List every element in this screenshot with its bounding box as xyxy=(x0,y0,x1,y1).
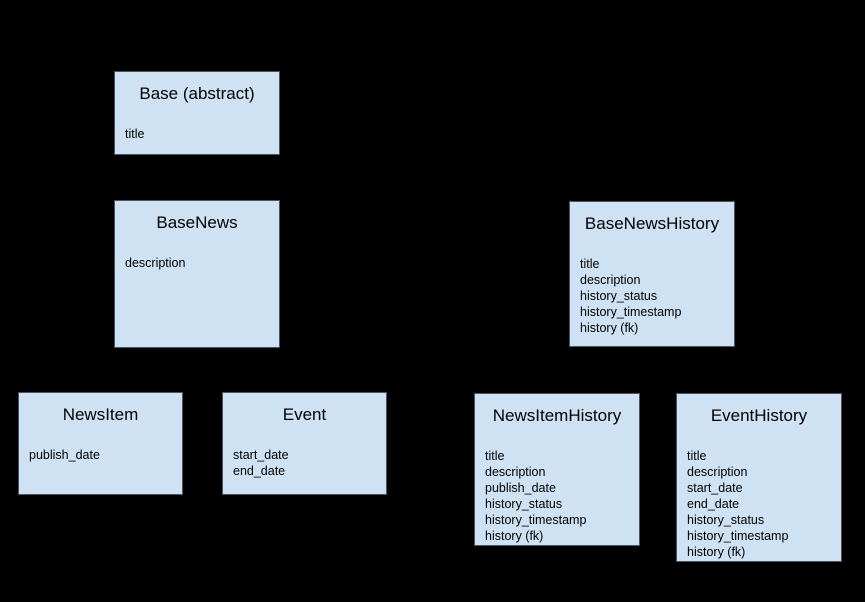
node-title: Base (abstract) xyxy=(139,84,255,103)
node-title: NewsItem xyxy=(62,405,139,424)
node-field: title xyxy=(125,127,145,141)
node-field: description xyxy=(125,256,186,270)
node-field: description xyxy=(485,465,546,479)
node-basenews: BaseNews description xyxy=(114,200,280,348)
node-field: publish_date xyxy=(29,448,100,462)
node-fields: title xyxy=(125,126,269,142)
node-field: end_date xyxy=(233,464,286,478)
node-field: description xyxy=(580,273,641,287)
node-title: BaseNews xyxy=(156,213,238,232)
node-fields: publish_date xyxy=(29,447,172,463)
node-newsitemhistory: NewsItemHistory title description publish_… xyxy=(474,393,640,546)
node-field: publish_date xyxy=(485,481,556,495)
node-base: Base (abstract) title xyxy=(114,71,280,155)
node-fields: description xyxy=(125,255,269,271)
node-title: BaseNewsHistory xyxy=(584,214,720,233)
node-field: title xyxy=(485,449,505,463)
node-basenewshistory: BaseNewsHistory title description history_… xyxy=(569,201,735,347)
node-field: title xyxy=(687,449,707,463)
node-field: history_timestamp xyxy=(580,305,682,319)
node-title: EventHistory xyxy=(710,406,808,425)
node-field: end_date xyxy=(687,497,740,511)
node-field: description xyxy=(687,465,748,479)
node-field: history_status xyxy=(687,513,765,527)
node-fields: title description history_status history_ti… xyxy=(580,256,724,336)
node-field: history_status xyxy=(580,289,658,303)
node-title: NewsItemHistory xyxy=(492,406,622,425)
node-field: history_timestamp xyxy=(485,513,587,527)
node-field: history_timestamp xyxy=(687,529,789,543)
node-field: history (fk) xyxy=(687,545,746,559)
node-field: start_date xyxy=(687,481,743,495)
node-newsitem: NewsItem publish_date xyxy=(18,392,183,495)
node-field: history (fk) xyxy=(580,321,639,335)
node-field: start_date xyxy=(233,448,289,462)
node-field: history_status xyxy=(485,497,563,511)
node-field: history (fk) xyxy=(485,529,544,543)
node-title: Event xyxy=(282,405,327,424)
node-fields: title description publish_date history_stat… xyxy=(485,448,629,544)
node-field: title xyxy=(580,257,600,271)
node-event: Event start_date end_date xyxy=(222,392,387,495)
node-fields: start_date end_date xyxy=(233,447,376,479)
